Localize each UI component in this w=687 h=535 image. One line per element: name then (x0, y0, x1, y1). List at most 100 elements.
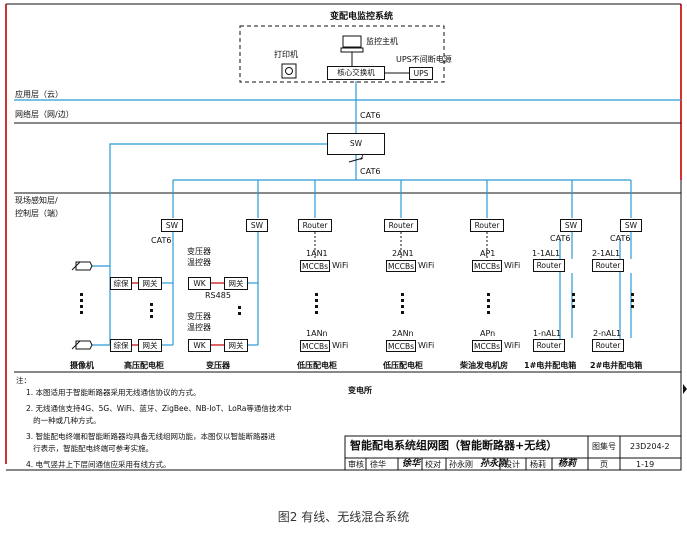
layer-field: 现场感知层/ (15, 196, 58, 205)
trunk-slash (348, 157, 364, 163)
s2-cat6: CAT6 (610, 234, 631, 243)
relay-box-top: 综保 (110, 277, 132, 290)
note-line: 行表示，智能配电终端可参考实施。 (26, 444, 154, 453)
gen-top-id: AP1 (480, 249, 496, 258)
hv-cat6: CAT6 (151, 236, 172, 245)
atlas-label: 图集号 (592, 442, 616, 451)
gen-router-box: Router (470, 219, 504, 232)
rs485-label: RS485 (205, 291, 231, 300)
lv1-mccb-bottom: MCCBs (300, 340, 330, 352)
temp-controller-label-top: 变压器温控器 (187, 247, 211, 267)
hv-gateway-bottom: 网关 (138, 339, 162, 352)
lv1-top-id: 1AN1 (306, 249, 328, 258)
wireless-links (314, 232, 488, 260)
figure-caption: 图2 有线、无线混合系统 (277, 510, 410, 524)
s2-router-bottom: Router (592, 339, 624, 352)
hv-sw-box: SW (161, 219, 183, 232)
layer-application: 应用层（云） (15, 90, 63, 99)
s2-top-id: 2-1AL1 (592, 249, 621, 258)
lv2-top-id: 2AN1 (392, 249, 414, 258)
page-label: 页 (600, 460, 608, 469)
lv1-wifi-bottom: WiFi (332, 341, 349, 350)
monitor-system-box (239, 25, 445, 83)
gen-bottom-id: APn (480, 329, 496, 338)
host-label: 监控主机 (366, 37, 398, 46)
reviewer-signature: 徐华 (402, 459, 421, 469)
temp-controller-label-bottom: 变压器温控器 (187, 312, 211, 332)
core-switch-box: 核心交换机 (327, 66, 385, 80)
tr-sw-box: SW (246, 219, 268, 232)
system-title: 变配电监控系统 (330, 12, 394, 22)
label-lv-cabinet-2: 低压配电柜 (383, 361, 423, 370)
wk-box-top: WK (188, 277, 211, 290)
label-generator-room: 柴油发电机房 (460, 361, 508, 370)
page-number: 1-19 (636, 460, 655, 469)
bus-drops (172, 180, 632, 218)
checker-signature: 孙永刚 (480, 459, 508, 469)
lv1-router-box: Router (298, 219, 332, 232)
camera-trunk-line (109, 143, 327, 345)
s1-bottom-id: 1-nAL1 (533, 329, 562, 338)
ups-label: UPS不间断电源 (396, 55, 452, 64)
design-label: 设计 (504, 460, 520, 469)
title-block-grid (344, 435, 682, 471)
s1-sw-box: SW (560, 219, 582, 232)
review-label: 审核 (348, 460, 364, 469)
gen-wifi-top: WiFi (504, 261, 521, 270)
label-substation: 变电所 (348, 386, 372, 395)
wk-box-bottom: WK (188, 339, 211, 352)
rs485-links (131, 282, 224, 346)
main-switch-box: SW (327, 133, 385, 155)
note-line: 2. 无线通信支持4G、5G、WiFi、蓝牙、ZigBee、NB-IoT、LoR… (26, 404, 292, 413)
label-hv-cabinet: 高压配电柜 (124, 361, 164, 370)
gen-mccb-bottom: MCCBs (472, 340, 502, 352)
transformer-column-lines (248, 232, 259, 346)
designer-signature: 杨莉 (558, 459, 577, 469)
ellipsis-dots (80, 293, 634, 318)
lv2-mccb-bottom: MCCBs (386, 340, 416, 352)
note-line: 3. 智能配电终端和智能断路器均具备无线组网功能，本图仅以智能断路器进 (26, 432, 276, 441)
gen-wifi-bottom: WiFi (504, 341, 521, 350)
lv1-mccb-top: MCCBs (300, 260, 330, 272)
notes-heading: 注： (16, 376, 31, 385)
trunk-cat6-mid: CAT6 (360, 167, 381, 176)
note-line: 1. 本图适用于智能断路器采用无线通信协议的方式。 (26, 388, 201, 397)
s1-cat6: CAT6 (550, 234, 571, 243)
hv-column-lines (160, 232, 174, 346)
reviewer-name: 徐华 (370, 460, 386, 469)
hv-gateway-top: 网关 (138, 277, 162, 290)
layer-control: 控制层（端） (15, 209, 63, 218)
check-label: 校对 (425, 460, 441, 469)
printer-icon (281, 63, 297, 79)
note-line: 4. 电气竖井上下层间通信应采用有线方式。 (26, 460, 171, 469)
relay-box-bottom: 综保 (110, 339, 132, 352)
title-block-title: 智能配电系统组网图（智能断路器+无线） (350, 439, 558, 452)
lv2-wifi-bottom: WiFi (418, 341, 435, 350)
trunk-count: 7 (359, 153, 365, 162)
right-arrow-icon (683, 384, 687, 394)
lv2-wifi-top: WiFi (418, 261, 435, 270)
lv2-mccb-top: MCCBs (386, 260, 416, 272)
designer-name: 杨莉 (530, 460, 546, 469)
s1-top-id: 1-1AL1 (532, 249, 561, 258)
s2-router-top: Router (592, 259, 624, 272)
lv2-router-box: Router (384, 219, 418, 232)
label-camera: 摄像机 (70, 361, 94, 370)
s2-sw-box: SW (620, 219, 642, 232)
s1-router-bottom: Router (533, 339, 565, 352)
tr-gateway-top: 网关 (224, 277, 248, 290)
checker-name: 孙永刚 (449, 460, 473, 469)
lv1-bottom-id: 1ANn (306, 329, 328, 338)
atlas-number: 23D204-2 (630, 442, 670, 451)
s1-router-top: Router (533, 259, 565, 272)
s2-bottom-id: 2-nAL1 (593, 329, 622, 338)
tr-gateway-bottom: 网关 (224, 339, 248, 352)
layer-network: 网络层（网/边） (15, 110, 74, 119)
lv1-wifi-top: WiFi (332, 261, 349, 270)
label-lv-cabinet-1: 低压配电柜 (297, 361, 337, 370)
printer-label: 打印机 (274, 50, 298, 59)
camera-icon (71, 340, 93, 350)
camera-taps (92, 265, 110, 346)
label-shaft-1: 1#电井配电箱 (524, 361, 577, 370)
